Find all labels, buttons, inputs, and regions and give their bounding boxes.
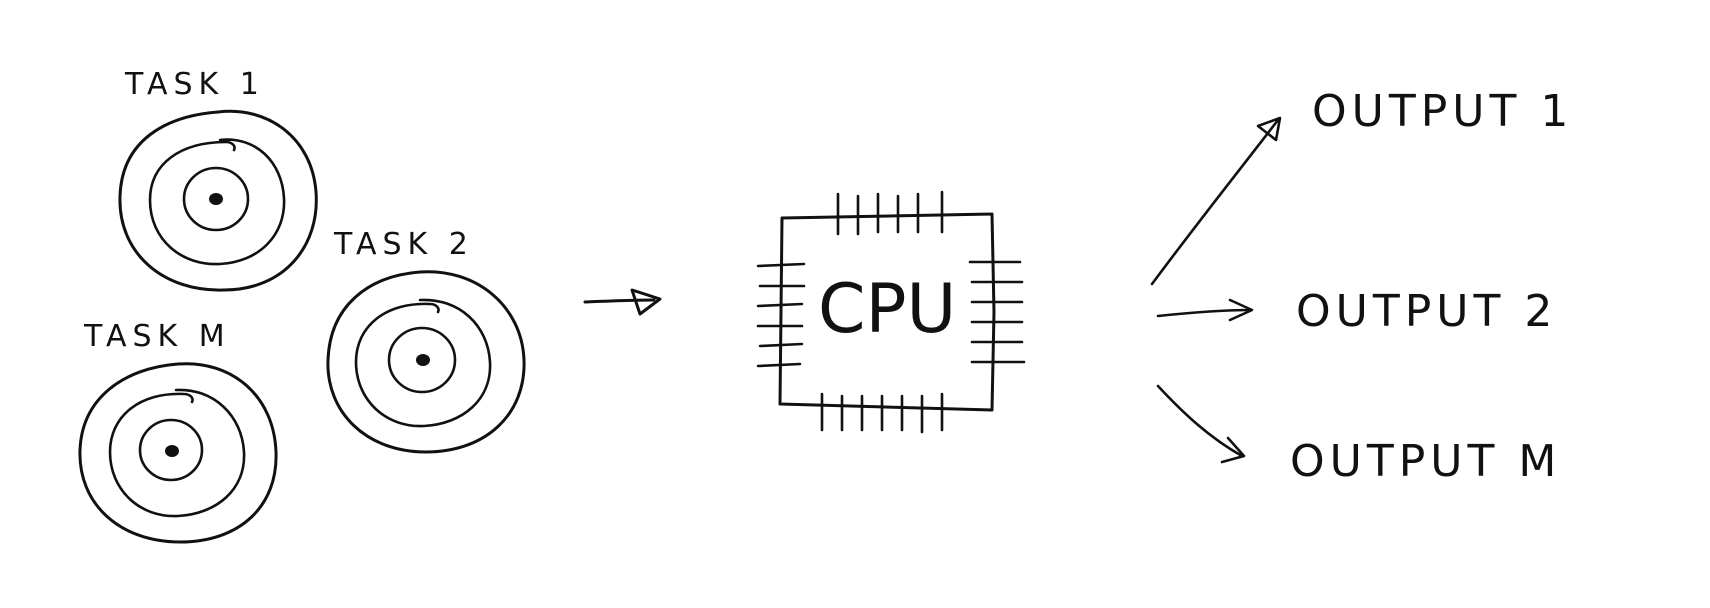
task-1-center-dot <box>209 193 223 205</box>
output-arrow-1 <box>1150 116 1282 286</box>
task-2-label: TASK 2 <box>333 227 474 262</box>
task-1: TASK 1 <box>118 67 318 292</box>
output-arrow-m <box>1156 384 1246 464</box>
task-1-label: TASK 1 <box>124 67 265 102</box>
output-1-label: OUTPUT 1 <box>1312 86 1573 137</box>
cpu-right-pins <box>968 260 1026 364</box>
task-2-target-icon <box>326 270 526 454</box>
task-m: TASK M <box>78 319 278 544</box>
cpu-chip: CPU <box>756 190 1026 434</box>
cpu-bottom-pins <box>820 392 944 434</box>
cpu-label: CPU <box>818 270 956 349</box>
output-arrow-2 <box>1156 298 1254 322</box>
output-m-label: OUTPUT M <box>1290 436 1561 487</box>
task-m-target-icon <box>78 362 278 544</box>
cpu-top-pins <box>836 190 944 236</box>
input-arrow <box>583 288 662 316</box>
task-m-label: TASK M <box>83 319 231 354</box>
cpu-left-pins <box>756 262 806 368</box>
task-1-target-icon <box>118 109 318 292</box>
task-2-center-dot <box>416 354 430 366</box>
task-m-center-dot <box>165 445 179 457</box>
output-2-label: OUTPUT 2 <box>1296 286 1557 337</box>
task-2: TASK 2 <box>326 227 526 454</box>
